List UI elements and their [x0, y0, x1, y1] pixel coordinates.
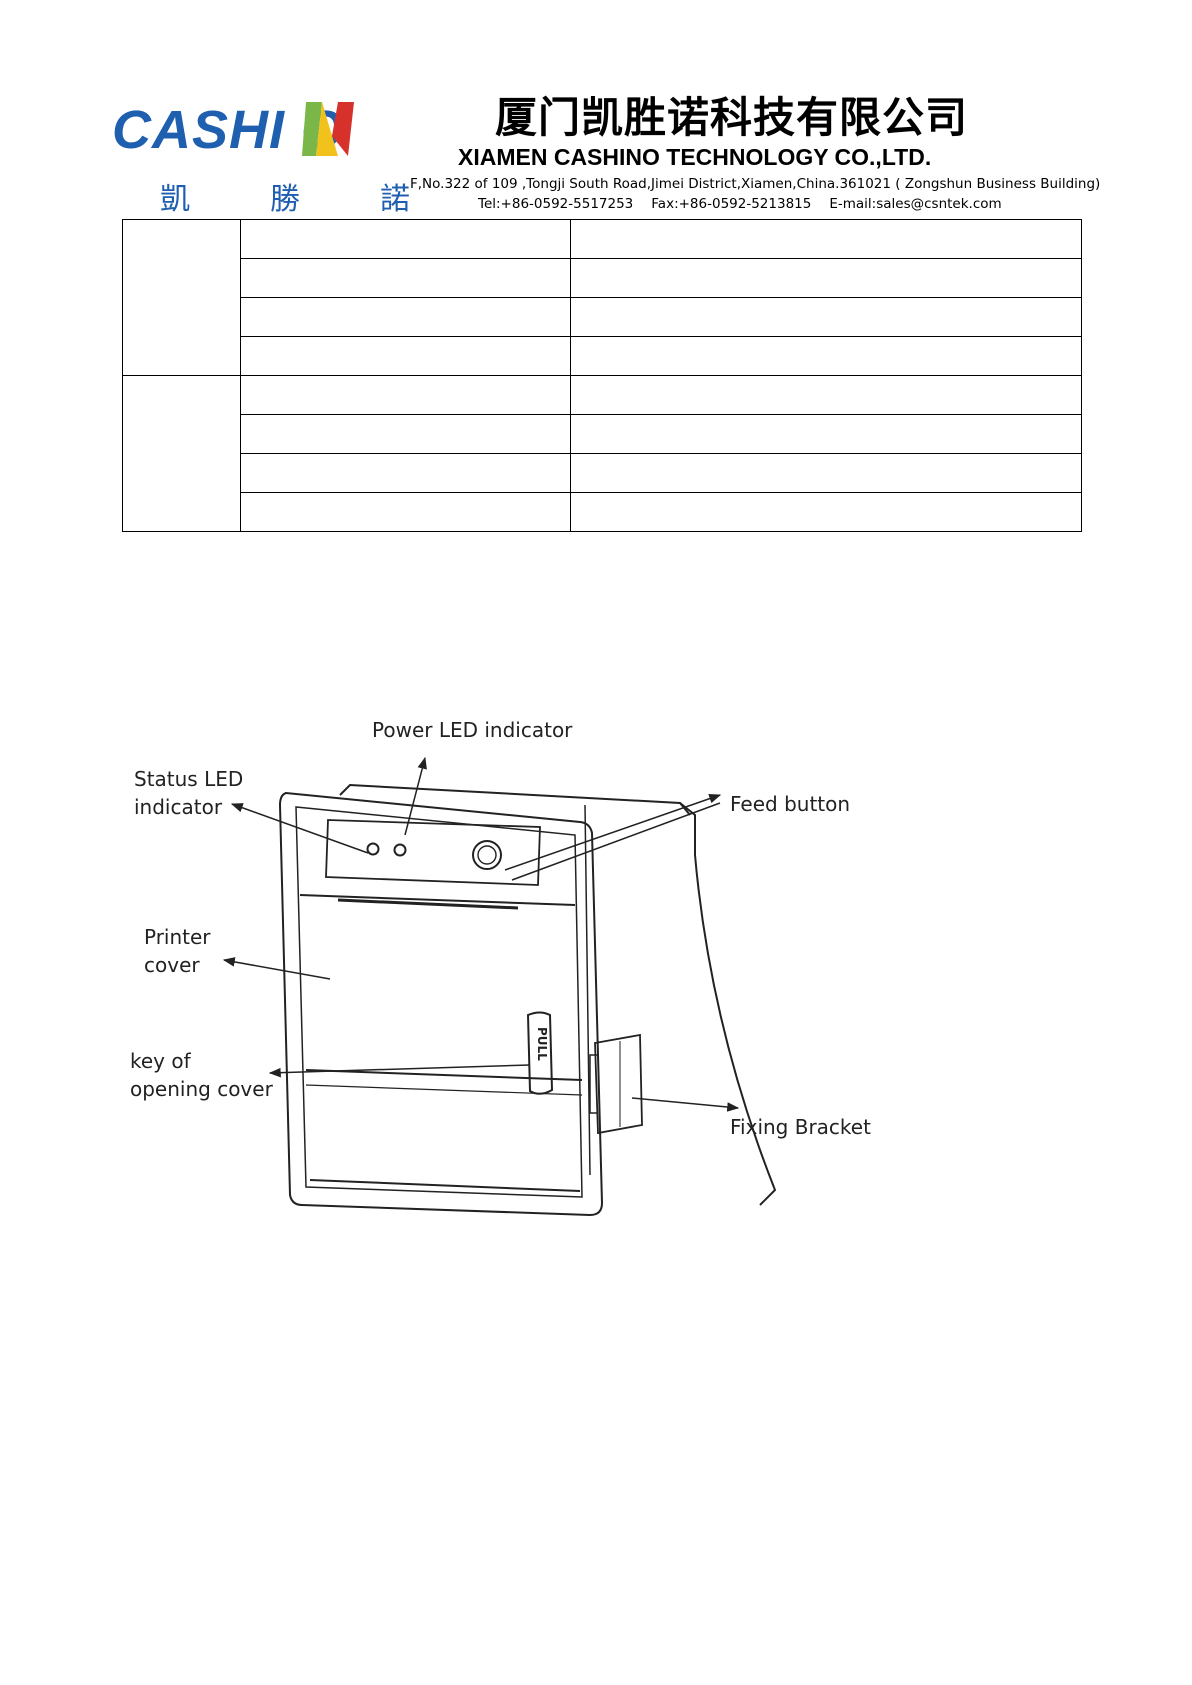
printer-cover-label: Printer cover [144, 925, 211, 977]
table-cell [240, 414, 571, 454]
status-led-icon [366, 842, 380, 856]
printer-controls [366, 840, 502, 870]
cover-top-edge [299, 894, 576, 906]
table-cell [240, 219, 571, 259]
printer-drawing: PULL [222, 756, 777, 1217]
status-led-label: Status LED indicator [134, 767, 244, 819]
printer-body [278, 783, 777, 1217]
control-panel [325, 819, 541, 886]
company-logo: CASHI O 凱 勝 諾 [112, 98, 412, 218]
company-tel: Tel:+86-0592-5517253 [478, 196, 634, 212]
table-cell [240, 375, 571, 415]
company-fax: Fax:+86-0592-5213815 [651, 196, 812, 212]
paper-exit-slot [337, 898, 519, 910]
fixing-bracket-clip [589, 1054, 598, 1114]
printer-side-seam [584, 804, 591, 1176]
paper-tray-lip [309, 1179, 581, 1192]
table-cell [570, 219, 1082, 259]
fixing-bracket-plate [594, 1033, 643, 1135]
fixing-bracket-leader [631, 1097, 740, 1112]
table-row [123, 336, 1082, 376]
fixing-bracket-label: Fixing Bracket [730, 1115, 871, 1139]
printer-cover-leader [222, 957, 331, 980]
feed-button-label: Feed button [730, 792, 851, 816]
printer-side-profile [679, 802, 777, 1206]
logo-cn-char: 凱 [160, 182, 190, 217]
table-cell [570, 258, 1082, 298]
feed-button-inner-ring [477, 845, 497, 865]
feed-button-leader-upper [504, 794, 722, 871]
printer-figure: PULL Power LED indicator Status LED indi… [120, 718, 900, 1265]
logo-mark-yellow [316, 102, 338, 156]
table-cell [570, 375, 1082, 415]
printer-front-bezel [278, 791, 604, 1217]
power-led-icon [393, 843, 407, 857]
logo-cn-char: 勝 [270, 182, 300, 217]
table-cell [570, 492, 1082, 532]
company-email: E-mail:sales@csntek.com [829, 196, 1002, 212]
cover-split-line [305, 1069, 583, 1081]
table-cell [240, 492, 571, 532]
table-row [122, 219, 1082, 376]
key-of-opening-cover-label: key of opening cover [130, 1049, 273, 1101]
callout-leaders [222, 756, 740, 1112]
printer-top-edge [339, 783, 691, 816]
table-cell [570, 297, 1082, 337]
logo-n-mark [302, 102, 354, 156]
group-label-cell [122, 219, 241, 376]
table-row [123, 453, 1082, 493]
power-led-leader [404, 756, 427, 836]
pull-key-label: PULL [535, 1027, 549, 1061]
company-contact: Tel:+86-0592-5517253 Fax:+86-0592-521381… [478, 196, 1002, 212]
table-row [123, 414, 1082, 454]
table-cell [570, 336, 1082, 376]
spec-table [122, 219, 1082, 532]
logo-cn-char: 諾 [380, 182, 410, 217]
table-row [123, 258, 1082, 298]
company-name-cn: 厦门凯胜诺科技有限公司 [495, 93, 969, 142]
table-cell [570, 453, 1082, 493]
table-row [123, 297, 1082, 337]
logo-mark-green [302, 102, 322, 156]
company-name-en: XIAMEN CASHINO TECHNOLOGY CO.,LTD. [458, 144, 932, 170]
table-row [122, 375, 1082, 532]
table-cell [240, 258, 571, 298]
feed-button-leader-lower [511, 802, 721, 881]
feed-button-icon [472, 840, 502, 870]
table-cell [240, 336, 571, 376]
logo-mark-red [332, 102, 354, 156]
pull-key-leader [268, 1064, 531, 1078]
logo-chinese: 凱 勝 諾 [160, 174, 410, 218]
company-address: F,No.322 of 109 ,Tongji South Road,Jimei… [410, 176, 1101, 192]
table-row [123, 492, 1082, 532]
table-cell [240, 297, 571, 337]
status-led-leader [230, 803, 369, 854]
pull-key-body [526, 1011, 554, 1095]
power-led-label: Power LED indicator [372, 718, 573, 742]
group-label-cell [122, 375, 241, 532]
table-cell [240, 453, 571, 493]
table-cell [570, 414, 1082, 454]
